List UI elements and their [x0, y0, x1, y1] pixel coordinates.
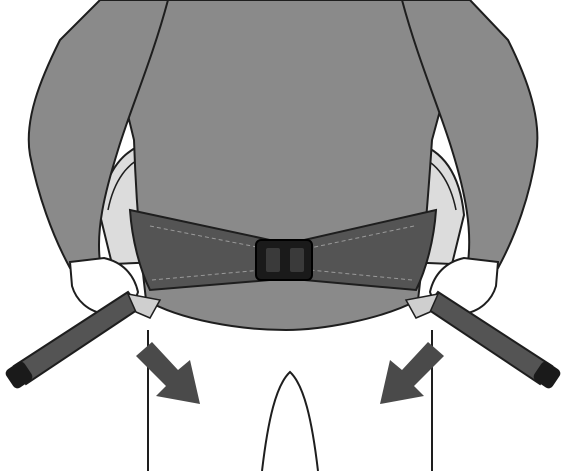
loose-strap-end-right — [406, 292, 562, 390]
center-buckle — [256, 240, 312, 280]
tighten-arrow-left — [136, 342, 200, 404]
tighten-arrow-right — [380, 342, 444, 404]
loose-strap-end-left — [4, 292, 160, 390]
